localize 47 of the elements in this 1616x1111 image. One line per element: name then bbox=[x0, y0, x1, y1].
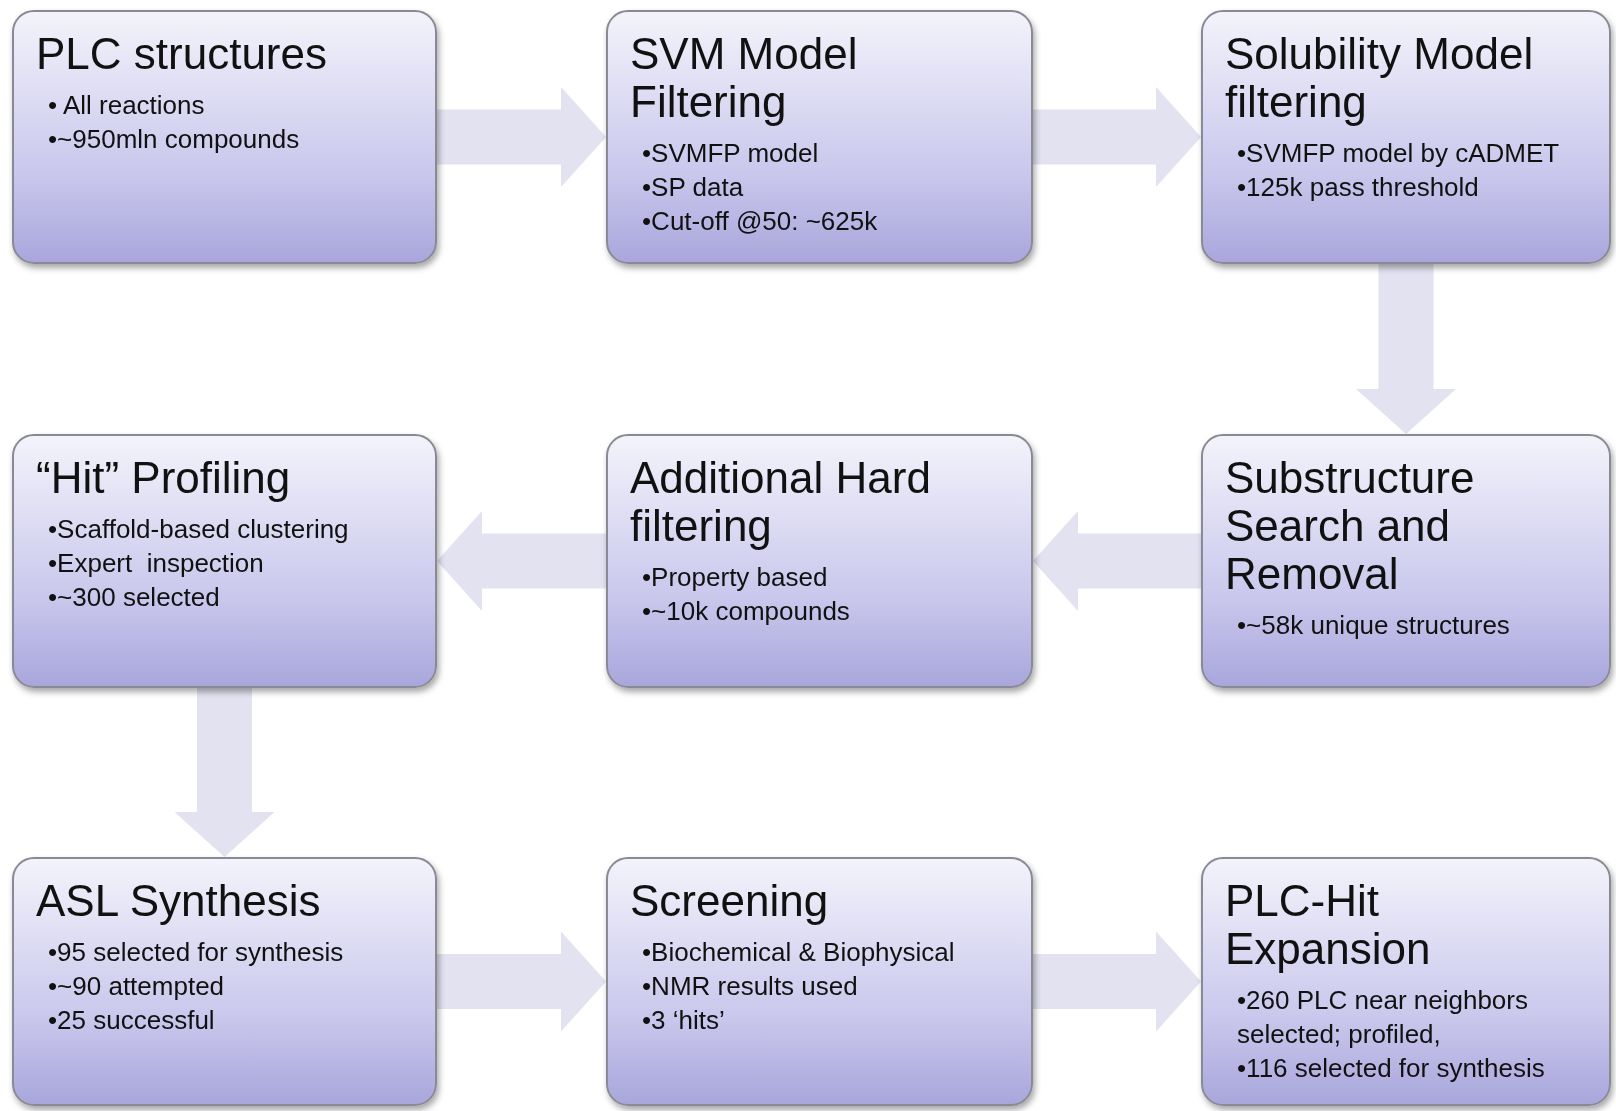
block-arrow bbox=[1356, 264, 1456, 434]
bullet-item: •~58k unique structures bbox=[1237, 609, 1511, 642]
process-box bbox=[606, 434, 1033, 688]
bullet-item: •125k pass threshold bbox=[1237, 171, 1480, 204]
block-arrow bbox=[437, 511, 606, 611]
block-arrow bbox=[1033, 87, 1201, 187]
bullet-item: •Property based bbox=[642, 561, 829, 594]
bullet-item: •Cut-off @50: ~625k bbox=[642, 205, 879, 238]
bullet-item: •116 selected for synthesis bbox=[1237, 1052, 1546, 1085]
bullet-item: • All reactions bbox=[48, 89, 206, 122]
process-box bbox=[12, 434, 437, 688]
bullet-item: •260 PLC near neighbors selected; profiled, bbox=[1237, 984, 1529, 1051]
box-heading: Screening bbox=[630, 877, 830, 925]
box-heading: Solubility Model filtering bbox=[1225, 30, 1535, 126]
process-box bbox=[1201, 434, 1611, 688]
bullet-item: •25 successful bbox=[48, 1004, 216, 1037]
box-heading: Substructure Search and Removal bbox=[1225, 454, 1476, 598]
box-heading: “Hit” Profiling bbox=[36, 454, 292, 502]
block-arrow bbox=[1033, 931, 1201, 1032]
bullet-item: •95 selected for synthesis bbox=[48, 936, 345, 969]
bullet-item: •Scaffold-based clustering bbox=[48, 513, 350, 546]
process-box bbox=[1201, 857, 1611, 1106]
bullet-item: •3 ‘hits’ bbox=[642, 1004, 726, 1037]
box-heading: Additional Hard filtering bbox=[630, 454, 932, 550]
bullet-item: •SVMFP model bbox=[642, 137, 820, 170]
block-arrow bbox=[437, 87, 606, 187]
bullet-item: •NMR results used bbox=[642, 970, 859, 1003]
bullet-item: •~950mln compounds bbox=[48, 123, 301, 156]
bullet-item: •SP data bbox=[642, 171, 745, 204]
process-box bbox=[1201, 10, 1611, 264]
bullet-item: •~300 selected bbox=[48, 581, 221, 614]
block-arrow bbox=[174, 688, 275, 857]
process-box bbox=[12, 10, 437, 264]
box-heading: PLC structures bbox=[36, 30, 328, 78]
block-arrow bbox=[437, 931, 606, 1032]
block-arrow bbox=[1033, 511, 1201, 611]
bullet-item: •~90 attempted bbox=[48, 970, 226, 1003]
box-heading: PLC-Hit Expansion bbox=[1225, 877, 1432, 973]
bullet-item: •SVMFP model by cADMET bbox=[1237, 137, 1561, 170]
process-box bbox=[606, 857, 1033, 1106]
bullet-item: •Biochemical & Biophysical bbox=[642, 936, 956, 969]
box-heading: SVM Model Filtering bbox=[630, 30, 859, 126]
box-heading: ASL Synthesis bbox=[36, 877, 322, 925]
bullet-item: •~10k compounds bbox=[642, 595, 851, 628]
bullet-item: •Expert inspection bbox=[48, 547, 265, 580]
process-box bbox=[606, 10, 1033, 264]
process-box bbox=[12, 857, 437, 1106]
